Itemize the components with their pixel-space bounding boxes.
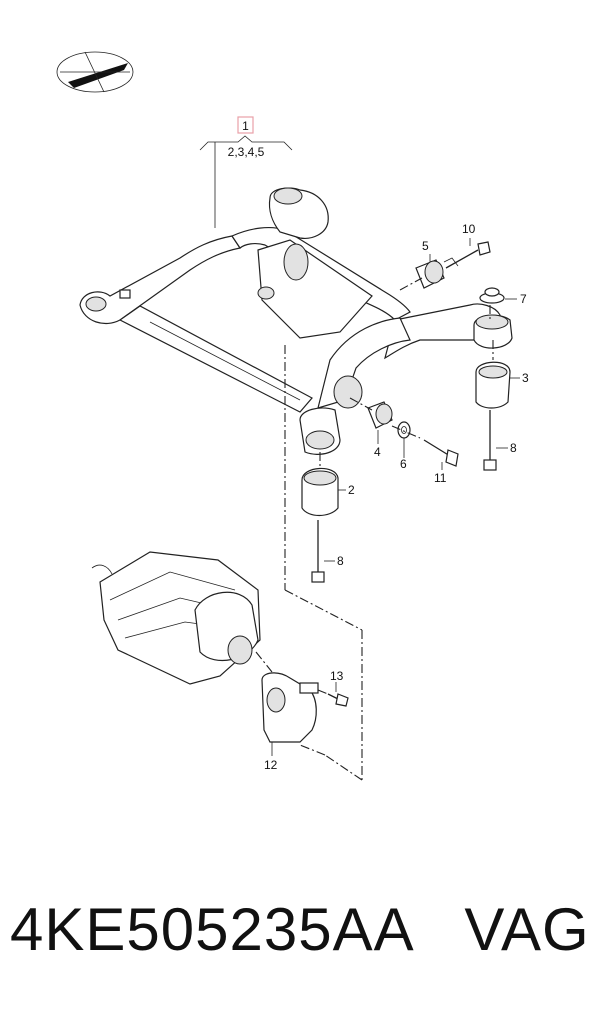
bracket-12 bbox=[261, 672, 319, 743]
callout-labels: 2 3 4 5 6 7 8 8 8 10 11 12 13 bbox=[264, 222, 529, 772]
brand: VAG bbox=[464, 896, 590, 963]
callout-6: 6 bbox=[400, 457, 407, 471]
group-members-label: 2,3,4,5 bbox=[228, 145, 265, 159]
callout-8-center: 8 bbox=[337, 554, 344, 568]
washer-7 bbox=[479, 287, 505, 304]
rubber-mount-3 bbox=[475, 361, 511, 409]
callout-3: 3 bbox=[522, 371, 529, 385]
orientation-arrow-icon bbox=[56, 51, 134, 93]
exploded-view-diagram: 1 2,3,4,5 bbox=[56, 51, 529, 781]
bolt-13 bbox=[327, 693, 349, 707]
leader-lines bbox=[271, 238, 520, 756]
callout-13: 13 bbox=[330, 669, 344, 683]
bolt-11 bbox=[423, 439, 459, 467]
assembly-lines bbox=[255, 277, 494, 781]
callout-7: 7 bbox=[520, 292, 527, 306]
part-number: 4KE505235AA bbox=[10, 896, 412, 963]
washer-6 bbox=[397, 421, 411, 439]
bolt-8-center bbox=[311, 520, 325, 583]
highlight-box bbox=[237, 116, 254, 134]
callout-5: 5 bbox=[422, 239, 429, 253]
differential-housing bbox=[91, 551, 261, 685]
group-number-label: 1 bbox=[242, 119, 249, 133]
bolt-8-right bbox=[483, 410, 497, 471]
callout-8-right: 8 bbox=[510, 441, 517, 455]
rubber-mount-2 bbox=[301, 467, 339, 517]
callout-2: 2 bbox=[348, 483, 355, 497]
callout-12: 12 bbox=[264, 758, 278, 772]
group-bracket: 1 2,3,4,5 bbox=[199, 116, 293, 228]
subframe bbox=[79, 187, 513, 455]
bush-5 bbox=[415, 259, 445, 289]
callout-10: 10 bbox=[462, 222, 476, 236]
bolt-10 bbox=[443, 241, 491, 269]
bush-4 bbox=[367, 401, 393, 429]
callout-4: 4 bbox=[374, 445, 381, 459]
callout-11: 11 bbox=[434, 471, 447, 485]
part-number-caption: 4KE505235AA VAG bbox=[10, 900, 590, 960]
